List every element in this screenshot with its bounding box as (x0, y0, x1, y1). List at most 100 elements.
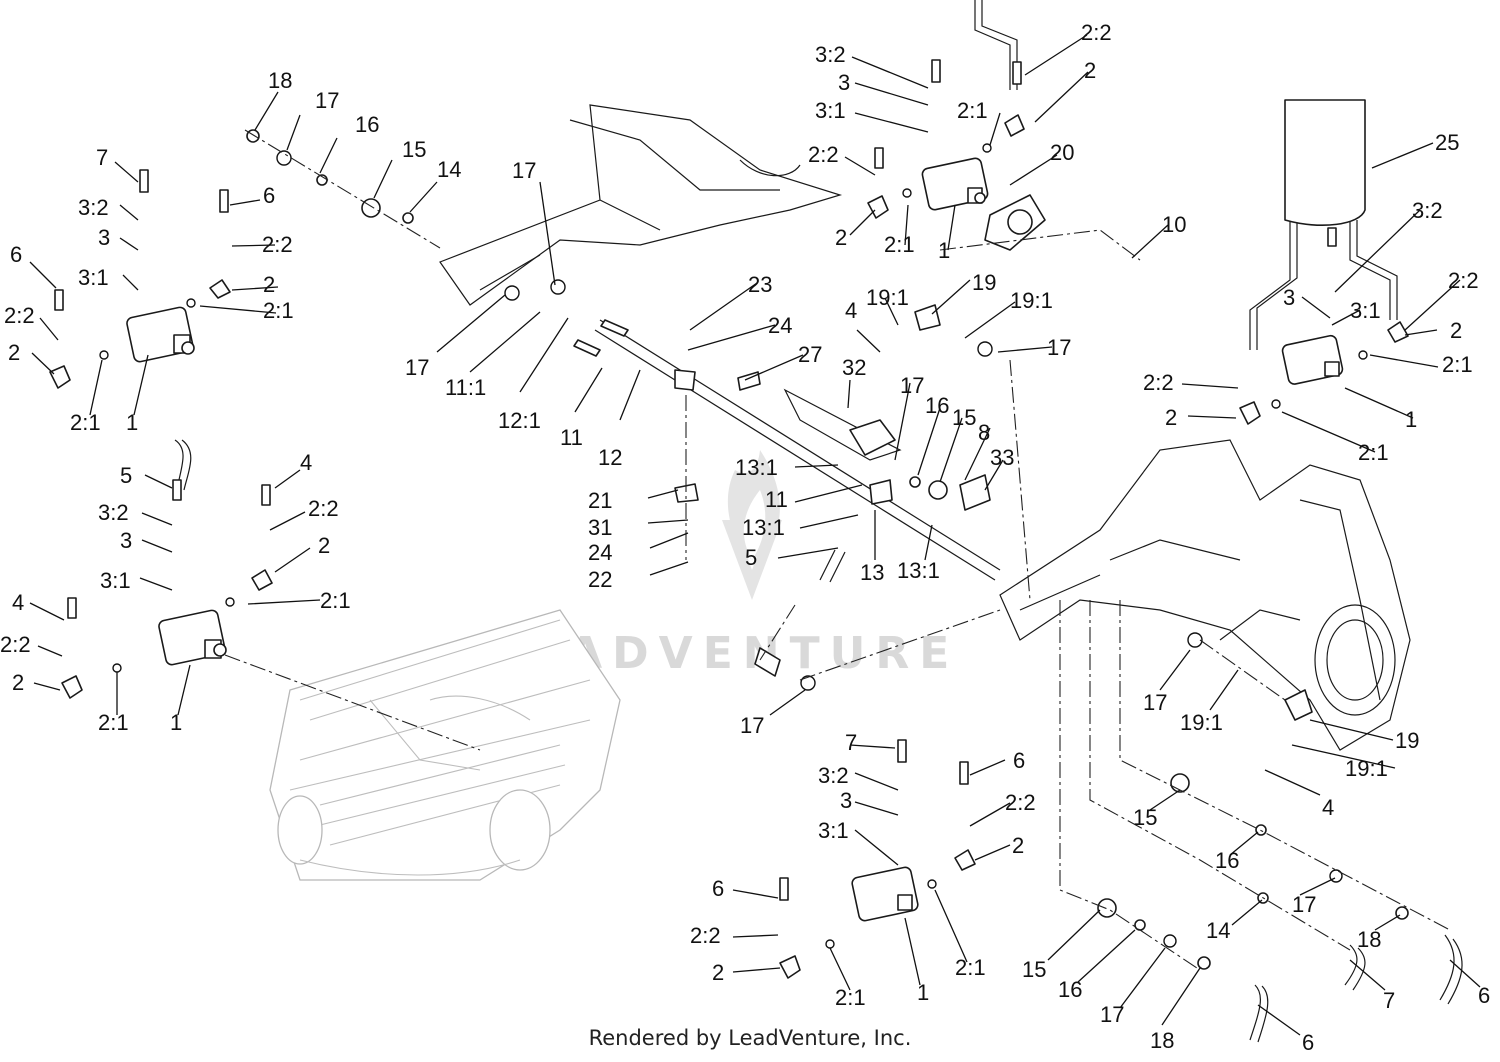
callout-label: 6 (1478, 983, 1490, 1008)
callout-label: 24 (768, 313, 792, 338)
callout-label: 1 (1405, 407, 1417, 432)
callout-label: 6 (712, 876, 724, 901)
callout-label: 11 (560, 425, 583, 450)
callout-label: 19:1 (1180, 710, 1223, 735)
callout-label: 4 (1322, 795, 1334, 820)
callout-label: 18 (268, 68, 292, 93)
callout-label: 2 (712, 960, 724, 985)
callout-label: 11:1 (445, 375, 486, 400)
callout-label: 12:1 (498, 408, 541, 433)
callout-label: 6 (1302, 1030, 1314, 1055)
callout-label: 3 (840, 788, 852, 813)
callout-label: 1 (126, 410, 138, 435)
callout-label: 2 (1012, 833, 1024, 858)
callout-label: 6 (1013, 748, 1025, 773)
callout-label: 31 (588, 515, 612, 540)
callout-label: 2 (1450, 318, 1462, 343)
callout-label: 2 (263, 272, 275, 297)
callout-label: 18 (1357, 927, 1381, 952)
callout-label: 15 (1022, 957, 1046, 982)
callout-label: 2:1 (955, 955, 986, 980)
callout-label: 14 (1206, 918, 1230, 943)
callout-label: 13 (860, 560, 884, 585)
callout-label: 22 (588, 567, 612, 592)
callout-label: 3:1 (815, 98, 846, 123)
callout-label: 3:2 (78, 195, 109, 220)
callout-label: 19:1 (1345, 756, 1388, 781)
motor-mid-left (158, 609, 227, 666)
callout-label: 15 (402, 137, 426, 162)
callout-label: 2:2 (1081, 20, 1112, 45)
motor-top-center (921, 157, 1046, 251)
callout-label: 2:1 (263, 298, 294, 323)
callout-label: 4 (300, 450, 312, 475)
callout-label: 3:1 (100, 568, 131, 593)
callout-label: 17 (1292, 892, 1316, 917)
callout-label: 27 (798, 342, 822, 367)
callout-label: 3 (120, 528, 132, 553)
callout-label: 11 (765, 487, 788, 512)
callout-label: 15 (952, 405, 976, 430)
reel-cutting-unit-outline (269, 609, 621, 881)
callout-label: 4 (12, 590, 24, 615)
callout-label: 2:1 (320, 588, 351, 613)
callout-label: 2 (1165, 405, 1177, 430)
motor-right (1281, 334, 1344, 385)
callout-label: 1 (938, 238, 950, 263)
callout-label: 2:1 (98, 710, 129, 735)
alignment-lines (224, 129, 1451, 971)
callout-label: 7 (1383, 988, 1395, 1013)
callout-label: 2:1 (1442, 352, 1473, 377)
callout-label: 1 (917, 980, 929, 1005)
callout-label: 17 (315, 88, 339, 113)
callout-label: 5 (745, 545, 757, 570)
callout-label: 10 (1162, 212, 1186, 237)
callout-label: 2:1 (1358, 440, 1389, 465)
callout-label: 16 (925, 393, 949, 418)
callout-leaders (29, 34, 1481, 1036)
callout-label: 24 (588, 540, 612, 565)
callout-label: 2:2 (808, 142, 839, 167)
callout-label: 19 (972, 270, 996, 295)
callout-label: 3:1 (1350, 298, 1381, 323)
callout-label: 19:1 (866, 285, 909, 310)
callout-label: 7 (96, 145, 108, 170)
callout-label: 3:2 (815, 42, 846, 67)
callout-label: 8 (978, 420, 990, 445)
callout-label: 3:2 (818, 763, 849, 788)
callout-label: 3:2 (1412, 198, 1443, 223)
callout-label: 7 (845, 730, 857, 755)
callout-label: 23 (748, 272, 772, 297)
callout-label: 17 (1047, 335, 1071, 360)
callout-label: 2:2 (690, 923, 721, 948)
callout-label: 32 (842, 355, 866, 380)
callout-label: 17 (900, 373, 924, 398)
callout-label: 2:1 (884, 232, 915, 257)
callout-label: 1 (170, 710, 182, 735)
lower-frame-weldment (999, 439, 1411, 751)
callout-label: 2 (318, 533, 330, 558)
callout-label: 3 (98, 225, 110, 250)
motor-top-left (126, 306, 195, 363)
callout-label: 2:2 (1448, 268, 1479, 293)
callout-label: 33 (990, 445, 1014, 470)
callout-label: 16 (355, 112, 379, 137)
callout-label: 2 (12, 670, 24, 695)
callout-label: 2:1 (70, 410, 101, 435)
callout-label: 21 (588, 488, 612, 513)
callout-label: 15 (1133, 805, 1157, 830)
callout-label: 6 (263, 183, 275, 208)
fittings-and-orings (49, 59, 1409, 979)
callout-label: 2:2 (4, 303, 35, 328)
callout-label: 4 (845, 298, 857, 323)
callout-label: 2:2 (0, 632, 31, 657)
callout-label: 12 (598, 445, 622, 470)
callout-label: 2:2 (262, 232, 293, 257)
callout-label: 16 (1058, 977, 1082, 1002)
callout-label: 17 (512, 158, 536, 183)
callout-label: 3 (838, 70, 850, 95)
callout-label: 2:1 (957, 98, 988, 123)
callout-label: 2:2 (308, 496, 339, 521)
callout-label: 14 (437, 157, 461, 182)
